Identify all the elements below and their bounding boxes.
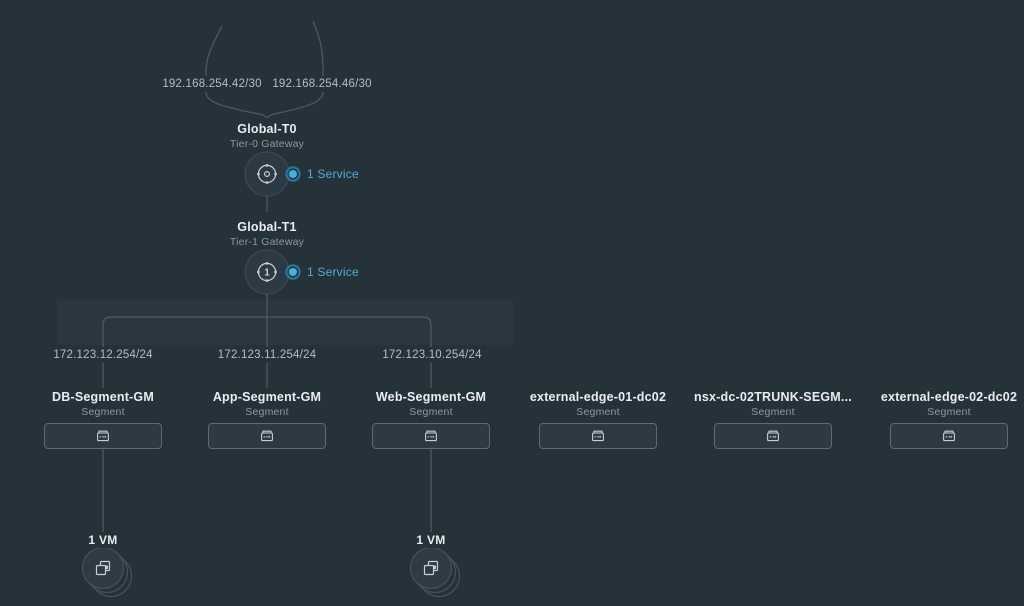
- segment-name[interactable]: nsx-dc-02TRUNK-SEGM...: [694, 390, 852, 404]
- segment-type-label: Segment: [751, 406, 795, 418]
- tier1-gateway-icon: 1: [257, 262, 277, 282]
- segment-name[interactable]: App-Segment-GM: [212, 390, 322, 404]
- gateway-type-label: Tier-0 Gateway: [229, 138, 305, 150]
- segment-name[interactable]: Web-Segment-GM: [375, 390, 487, 404]
- segment-node-external-edge-02[interactable]: [890, 423, 1008, 449]
- segment-node-db[interactable]: [44, 423, 162, 449]
- segment-name[interactable]: external-edge-02-dc02: [880, 390, 1018, 404]
- vm-stack-icon: [95, 560, 111, 576]
- tier0-gateway-icon: [257, 164, 277, 184]
- segment-type-label: Segment: [409, 406, 453, 418]
- segment-icon: [943, 430, 955, 442]
- uplink-ip-label: 192.168.254.42/30: [156, 76, 268, 92]
- service-dot-icon: [285, 264, 301, 280]
- vm-stack-icon: [423, 560, 439, 576]
- segment-node-external-edge-01[interactable]: [539, 423, 657, 449]
- segment-type-label: Segment: [927, 406, 971, 418]
- segment-icon: [425, 430, 437, 442]
- segment-icon: [261, 430, 273, 442]
- segment-gateway-ip: 172.123.11.254/24: [211, 347, 323, 363]
- segment-node-web[interactable]: [372, 423, 490, 449]
- vm-count-label[interactable]: 1 VM: [409, 532, 453, 548]
- segment-type-label: Segment: [576, 406, 620, 418]
- gateway-type-label: Tier-1 Gateway: [229, 236, 305, 248]
- branch-highlight-band: [57, 300, 513, 345]
- segment-icon: [97, 430, 109, 442]
- branch-bus: [102, 316, 432, 388]
- gateway-name[interactable]: Global-T0: [237, 122, 297, 136]
- svg-text:1: 1: [264, 268, 270, 279]
- uplink-curve-right: [266, 20, 324, 119]
- segment-name[interactable]: external-edge-01-dc02: [529, 390, 667, 404]
- segment-node-app[interactable]: [208, 423, 326, 449]
- gateway-name[interactable]: Global-T1: [237, 220, 297, 234]
- uplink-ip-label: 192.168.254.46/30: [266, 76, 378, 92]
- segment-gateway-ip: 172.123.10.254/24: [376, 347, 488, 363]
- uplink-curve-left: [205, 25, 268, 119]
- segment-gateway-ip: 172.123.12.254/24: [47, 347, 159, 363]
- service-badge-label[interactable]: 1 Service: [307, 265, 359, 279]
- segment-name[interactable]: DB-Segment-GM: [52, 390, 154, 404]
- t0-services-badge[interactable]: 1 Service: [285, 166, 359, 182]
- service-badge-label[interactable]: 1 Service: [307, 167, 359, 181]
- segment-icon: [592, 430, 604, 442]
- t1-services-badge[interactable]: 1 Service: [285, 264, 359, 280]
- segment-icon: [767, 430, 779, 442]
- service-dot-icon: [285, 166, 301, 182]
- segment-type-label: Segment: [81, 406, 125, 418]
- vm-count-label[interactable]: 1 VM: [81, 532, 125, 548]
- segment-node-trunk[interactable]: [714, 423, 832, 449]
- segment-type-label: Segment: [245, 406, 289, 418]
